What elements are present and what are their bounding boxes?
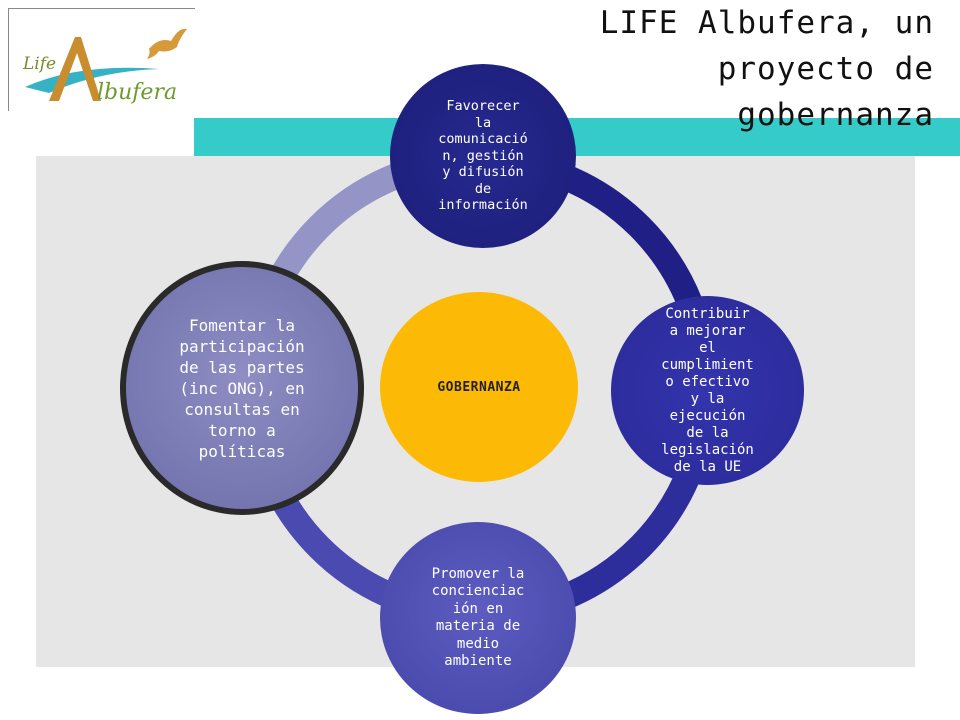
center-label: GOBERNANZA [437, 379, 521, 395]
svg-text:lbufera: lbufera [97, 80, 177, 105]
node-comunicacion: Favorecer la comunicació n, gestión y di… [390, 64, 576, 248]
bird-icon [147, 28, 187, 59]
node-participacion: Fomentar la participación de las partes … [120, 261, 364, 515]
logo-graphic: Life lbufera [22, 28, 187, 105]
page-title: LIFE Albufera, un proyecto de gobernanza [474, 0, 934, 138]
center-node-gobernanza: GOBERNANZA [380, 292, 578, 482]
letter-a-mark [49, 37, 101, 101]
node-legislacion: Contribuir a mejorar el cumplimient o ef… [611, 296, 804, 485]
title-line-2: proyecto de [717, 51, 934, 87]
svg-text:Life: Life [22, 54, 56, 74]
node-left-label: Fomentar la participación de las partes … [179, 315, 305, 461]
node-concienciacion: Promover la concienciac ión en materia d… [380, 522, 576, 714]
title-line-1: LIFE Albufera, un [599, 5, 934, 41]
node-bottom-label: Promover la concienciac ión en materia d… [431, 565, 525, 670]
node-right-label: Contribuir a mejorar el cumplimient o ef… [661, 305, 754, 475]
title-line-3: gobernanza [737, 97, 934, 133]
life-albufera-logo: Life lbufera [8, 8, 195, 111]
title-accent-band [194, 118, 960, 156]
node-top-label: Favorecer la comunicació n, gestión y di… [438, 98, 528, 214]
